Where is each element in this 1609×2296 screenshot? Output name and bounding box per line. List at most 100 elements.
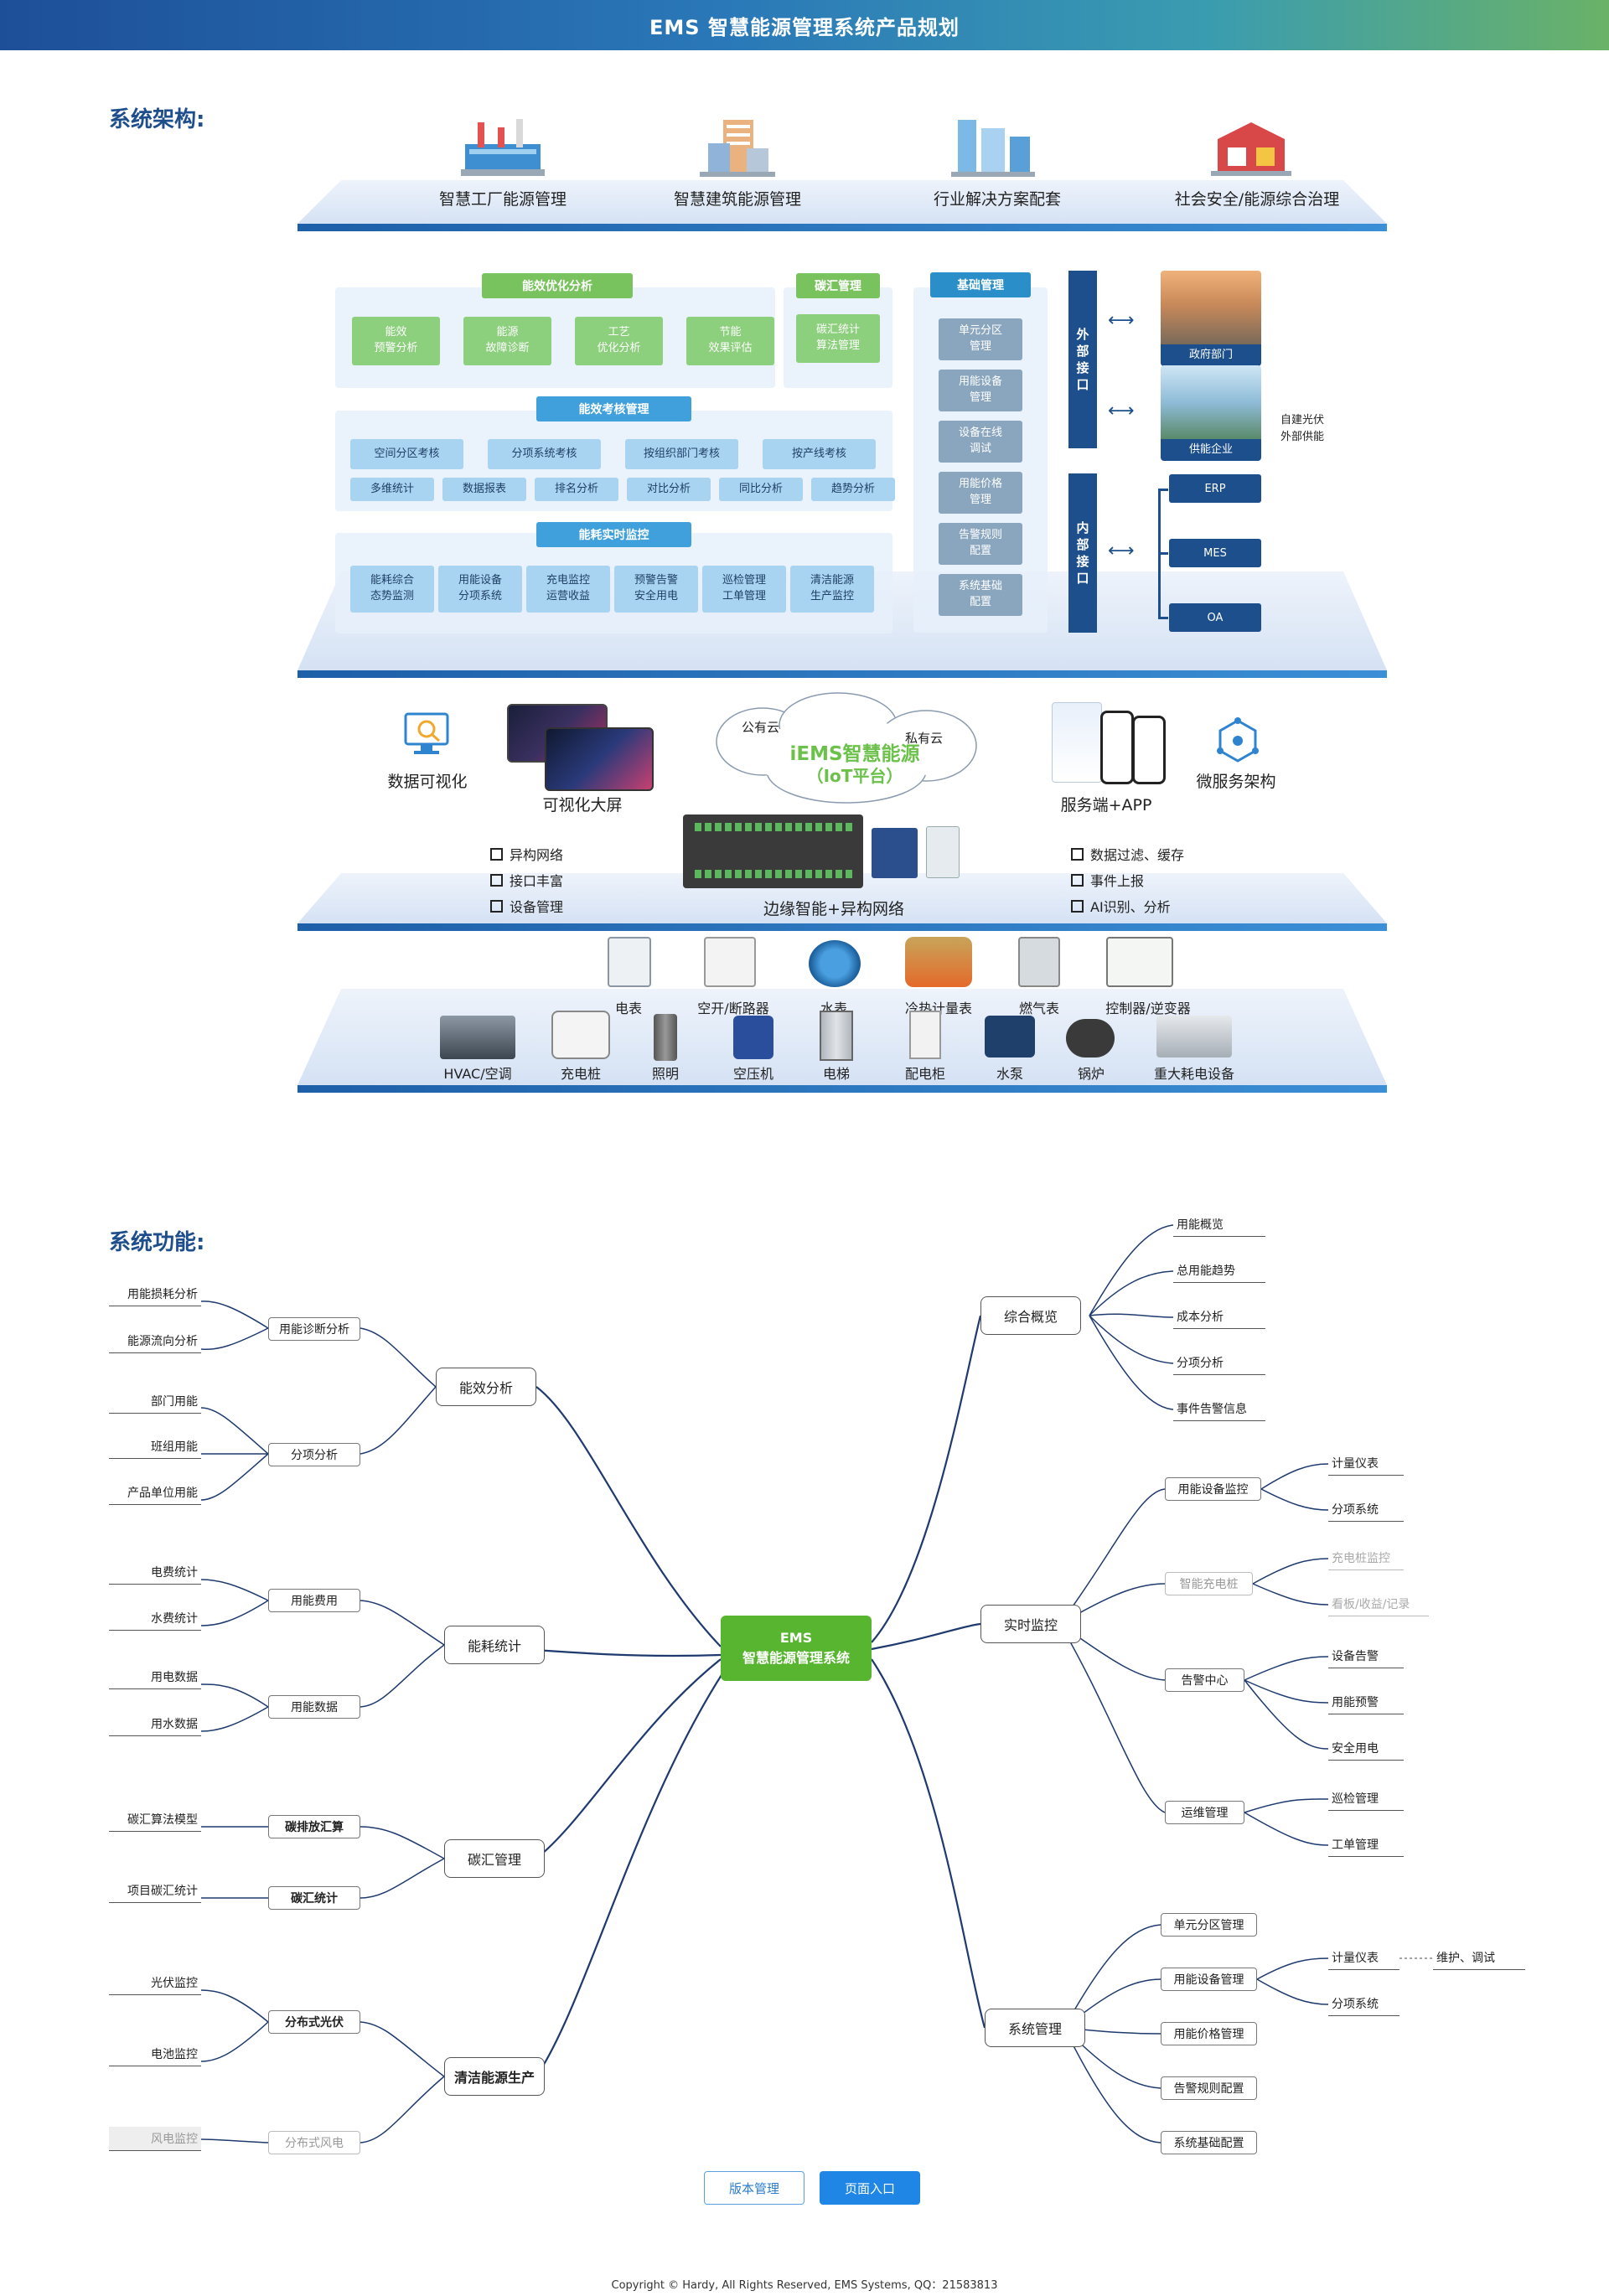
sub-equipment-manage[interactable]: 用能设备管理	[1161, 1968, 1257, 1991]
supply-label: 供能企业	[1161, 439, 1261, 461]
leaf-board-revenue: 看板/收益/记录	[1328, 1595, 1429, 1616]
top-label-safety: 社会安全/能源综合治理	[1174, 190, 1340, 209]
sub-itemized-analysis[interactable]: 分项分析	[268, 1443, 360, 1466]
page-title: EMS 智慧能源管理系统产品规划	[649, 15, 960, 39]
leaf-water-cost: 水费统计	[109, 1610, 201, 1631]
basic-title: 基础管理	[930, 272, 1031, 297]
realtime-title: 能耗实时监控	[536, 522, 691, 547]
efficiency-title: 能效优化分析	[482, 273, 633, 298]
leaf-safe-electricity: 安全用电	[1328, 1740, 1404, 1761]
leaf-subsystem-manage: 分项系统	[1328, 1995, 1399, 2016]
leaf-work-order: 工单管理	[1328, 1836, 1404, 1857]
cloud-shape	[712, 691, 980, 809]
basic-item-debug: 设备在线 调试	[939, 421, 1022, 463]
sub-operation[interactable]: 运维管理	[1165, 1801, 1244, 1824]
assess-stat-ranking: 排名分析	[535, 478, 618, 501]
building-icon	[700, 113, 775, 178]
leaf-loss-analysis: 用能损耗分析	[109, 1285, 201, 1306]
leaf-device-alarm: 设备告警	[1328, 1647, 1404, 1668]
center-subtitle: 智慧能源管理系统	[742, 1650, 850, 1666]
sub-unit-zone[interactable]: 单元分区管理	[1161, 1913, 1257, 1937]
assess-item-department: 按组织部门考核	[625, 439, 738, 469]
assess-item-line: 按产线考核	[763, 439, 876, 469]
supply-card: 供能企业	[1161, 365, 1261, 461]
leaf-inspection: 巡检管理	[1328, 1790, 1404, 1811]
version-button[interactable]: 版本管理	[704, 2171, 804, 2205]
water-meter-icon	[809, 940, 861, 987]
node-consumption-stats[interactable]: 能耗统计	[444, 1626, 545, 1664]
leaf-water-data: 用水数据	[109, 1715, 201, 1736]
leaf-cost-analysis: 成本分析	[1173, 1308, 1265, 1329]
efficiency-item-evaluation: 节能 效果评估	[686, 317, 774, 365]
assess-stat-report: 数据报表	[442, 478, 526, 501]
middle-platform-bar	[297, 670, 1387, 678]
node-efficiency-analysis[interactable]: 能效分析	[436, 1368, 536, 1406]
sub-usage-diagnosis[interactable]: 用能诊断分析	[268, 1317, 360, 1341]
microservice-label: 微服务架构	[1196, 773, 1276, 791]
assessment-title: 能效考核管理	[536, 396, 691, 421]
sub-alarm-center[interactable]: 告警中心	[1165, 1668, 1244, 1692]
sub-smart-charging[interactable]: 智能充电桩	[1165, 1572, 1253, 1595]
leaf-department-usage: 部门用能	[109, 1393, 201, 1414]
mes-box: MES	[1169, 539, 1261, 567]
assess-stat-multidim: 多维统计	[350, 478, 434, 501]
leaf-charging-monitor: 充电桩监控	[1328, 1549, 1404, 1570]
node-overview[interactable]: 综合概览	[980, 1296, 1081, 1335]
basic-item-system-config: 系统基础 配置	[939, 574, 1022, 616]
sub-equipment-monitor[interactable]: 用能设备监控	[1165, 1477, 1261, 1501]
inverter-icon	[1106, 937, 1173, 987]
air-compressor-icon	[733, 1016, 773, 1059]
sub-system-config[interactable]: 系统基础配置	[1161, 2131, 1257, 2154]
edge-label: 边缘智能+异构网络	[763, 900, 904, 918]
internal-bracket-top	[1158, 489, 1168, 491]
sub-alarm-rule[interactable]: 告警规则配置	[1161, 2076, 1257, 2100]
leaf-pv-monitor: 光伏监控	[109, 1974, 201, 1995]
gas-meter-icon	[1018, 937, 1060, 987]
sub-usage-cost[interactable]: 用能费用	[268, 1589, 360, 1612]
device-water-pump: 水泵	[996, 1066, 1023, 1082]
distribution-cabinet-icon	[909, 1011, 941, 1059]
node-carbon-management[interactable]: 碳汇管理	[444, 1839, 545, 1878]
realtime-item-equipment: 用能设备 分项系统	[438, 566, 522, 613]
realtime-item-clean-energy: 清洁能源 生产监控	[790, 566, 874, 613]
water-pump-icon	[985, 1016, 1035, 1058]
node-clean-energy[interactable]: 清洁能源生产	[444, 2057, 545, 2096]
assess-stat-yoy: 同比分析	[719, 478, 803, 501]
industry-equipment-icon	[951, 113, 1035, 178]
top-label-industry: 行业解决方案配套	[933, 190, 1061, 209]
sub-carbon-stats[interactable]: 碳汇统计	[268, 1886, 360, 1910]
check-data-filter: 数据过滤、缓存	[1071, 844, 1184, 864]
top-platform-bar	[297, 224, 1387, 231]
leaf-carbon-model: 碳汇算法模型	[109, 1811, 201, 1832]
assess-item-system: 分项系统考核	[488, 439, 601, 469]
realtime-item-charging: 充电监控 运营收益	[526, 566, 610, 613]
sub-distributed-pv[interactable]: 分布式光伏	[268, 2010, 360, 2034]
carbon-title: 碳汇管理	[796, 273, 880, 298]
erp-box: ERP	[1169, 474, 1261, 503]
device-lighting: 照明	[651, 1066, 679, 1082]
elevator-icon	[820, 1011, 853, 1061]
basic-item-alarm-rule: 告警规则 配置	[939, 523, 1022, 565]
leaf-electricity-data: 用电数据	[109, 1668, 201, 1689]
entry-button[interactable]: 页面入口	[820, 2171, 920, 2205]
carbon-item: 碳汇统计 算法管理	[796, 314, 880, 363]
device-gas-meter: 燃气表	[1018, 1001, 1059, 1016]
check-heterogeneous-network: 异构网络	[490, 844, 563, 864]
power-plant-image	[1161, 365, 1261, 439]
lighting-icon	[654, 1014, 677, 1061]
leaf-meter-manage: 计量仪表	[1328, 1949, 1399, 1970]
iot-platform-name: iEMS智慧能源	[789, 743, 920, 765]
realtime-item-situation: 能耗综合 态势监测	[350, 566, 434, 613]
node-system-management[interactable]: 系统管理	[985, 2009, 1085, 2047]
heavy-equipment-icon	[1156, 1016, 1232, 1058]
sub-distributed-wind[interactable]: 分布式风电	[268, 2131, 360, 2154]
sub-usage-data[interactable]: 用能数据	[268, 1695, 360, 1719]
node-realtime-monitor[interactable]: 实时监控	[980, 1605, 1081, 1643]
gov-label: 政府部门	[1161, 344, 1261, 366]
sub-carbon-calculation[interactable]: 碳排放汇算	[268, 1815, 360, 1838]
basic-item-unit: 单元分区 管理	[939, 318, 1022, 360]
charging-pile-icon	[551, 1011, 610, 1059]
top-label-building: 智慧建筑能源管理	[673, 190, 801, 209]
sub-price-manage[interactable]: 用能价格管理	[1161, 2022, 1257, 2045]
